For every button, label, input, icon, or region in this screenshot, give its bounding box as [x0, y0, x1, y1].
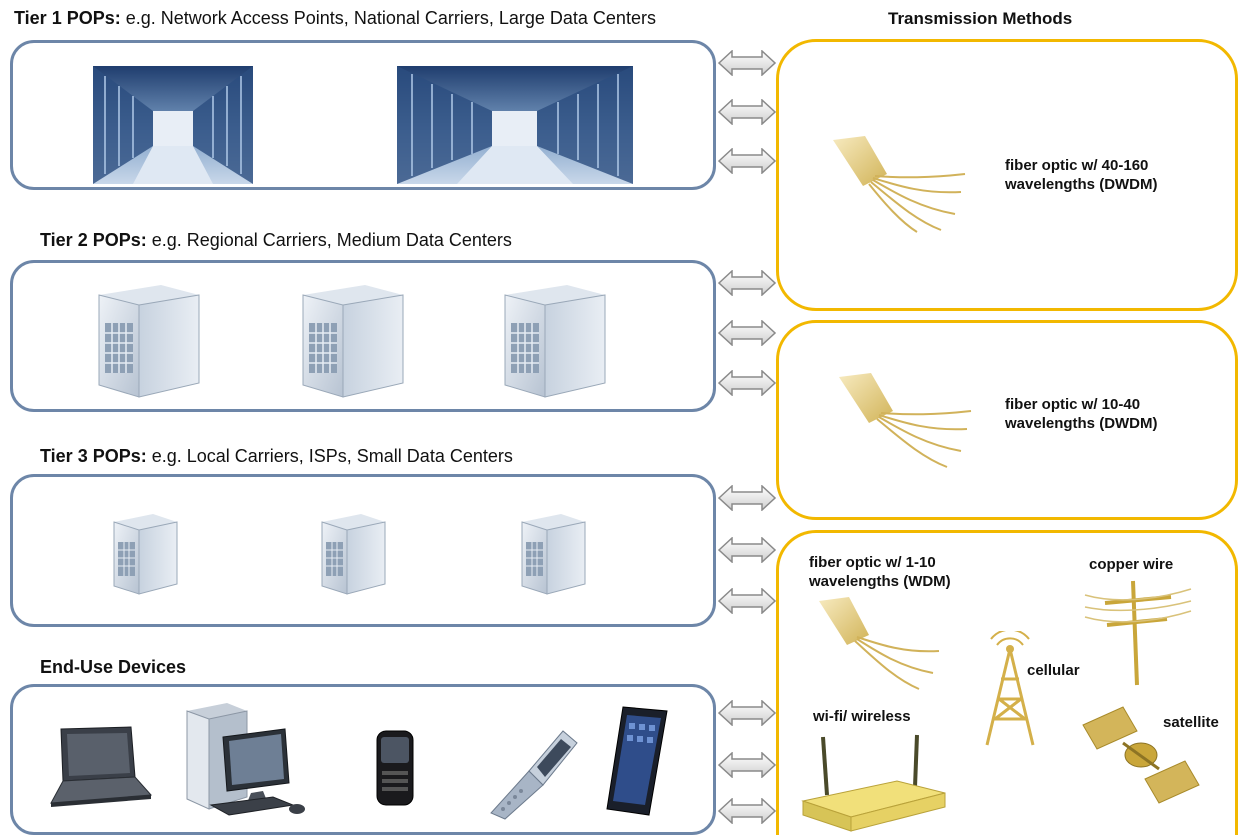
fiber-optic-icon: [839, 373, 972, 468]
data-center-image: [93, 66, 253, 184]
tier1-panel: [10, 40, 716, 190]
cellular-label: cellular: [1027, 662, 1080, 679]
cellular-tower-icon: [985, 631, 1035, 746]
flip-phone-icon: [490, 730, 578, 820]
fiber-optic-icon: [819, 597, 940, 690]
server-icon: [98, 285, 200, 398]
server-icon: [504, 285, 606, 398]
bidirectional-arrow-icon: [718, 752, 776, 778]
fiber-optic-icon: [833, 136, 966, 233]
server-icon: [113, 514, 178, 595]
utility-pole-icon: [1084, 580, 1192, 686]
wifi-wireless-label: wi-fi/ wireless: [813, 708, 911, 725]
bidirectional-arrow-icon: [718, 798, 776, 824]
satellite-label: satellite: [1163, 714, 1219, 731]
end-use-devices-title: End-Use Devices: [40, 657, 187, 677]
tier1-title: Tier 1 POPs: e.g. Network Access Points,…: [14, 8, 656, 28]
server-icon: [302, 285, 404, 398]
bidirectional-arrow-icon: [718, 270, 776, 296]
smartphone-icon: [376, 730, 414, 806]
bidirectional-arrow-icon: [718, 50, 776, 76]
bidirectional-arrow-icon: [718, 320, 776, 346]
transmission-methods-header: Transmission Methods: [888, 9, 1073, 28]
tier2-panel: [10, 260, 716, 412]
copper-wire-label: copper wire: [1089, 556, 1174, 573]
data-center-image: [397, 66, 633, 184]
desktop-computer-icon: [186, 703, 305, 816]
bidirectional-arrow-icon: [718, 99, 776, 125]
tier3-title: Tier 3 POPs: e.g. Local Carriers, ISPs, …: [40, 446, 513, 466]
server-icon: [521, 514, 586, 595]
satellite-icon: [1082, 706, 1200, 804]
tier2-title: Tier 2 POPs: e.g. Regional Carriers, Med…: [40, 230, 512, 250]
bidirectional-arrow-icon: [718, 148, 776, 174]
tier3-panel: [10, 474, 716, 627]
bidirectional-arrow-icon: [718, 537, 776, 563]
bidirectional-arrow-icon: [718, 588, 776, 614]
laptop-icon: [50, 726, 153, 807]
bidirectional-arrow-icon: [718, 485, 776, 511]
bidirectional-arrow-icon: [718, 700, 776, 726]
wireless-router-icon: [801, 734, 946, 832]
end-use-devices-panel: [10, 684, 716, 835]
bidirectional-arrow-icon: [718, 370, 776, 396]
server-icon: [321, 514, 386, 595]
tablet-icon: [606, 706, 668, 816]
